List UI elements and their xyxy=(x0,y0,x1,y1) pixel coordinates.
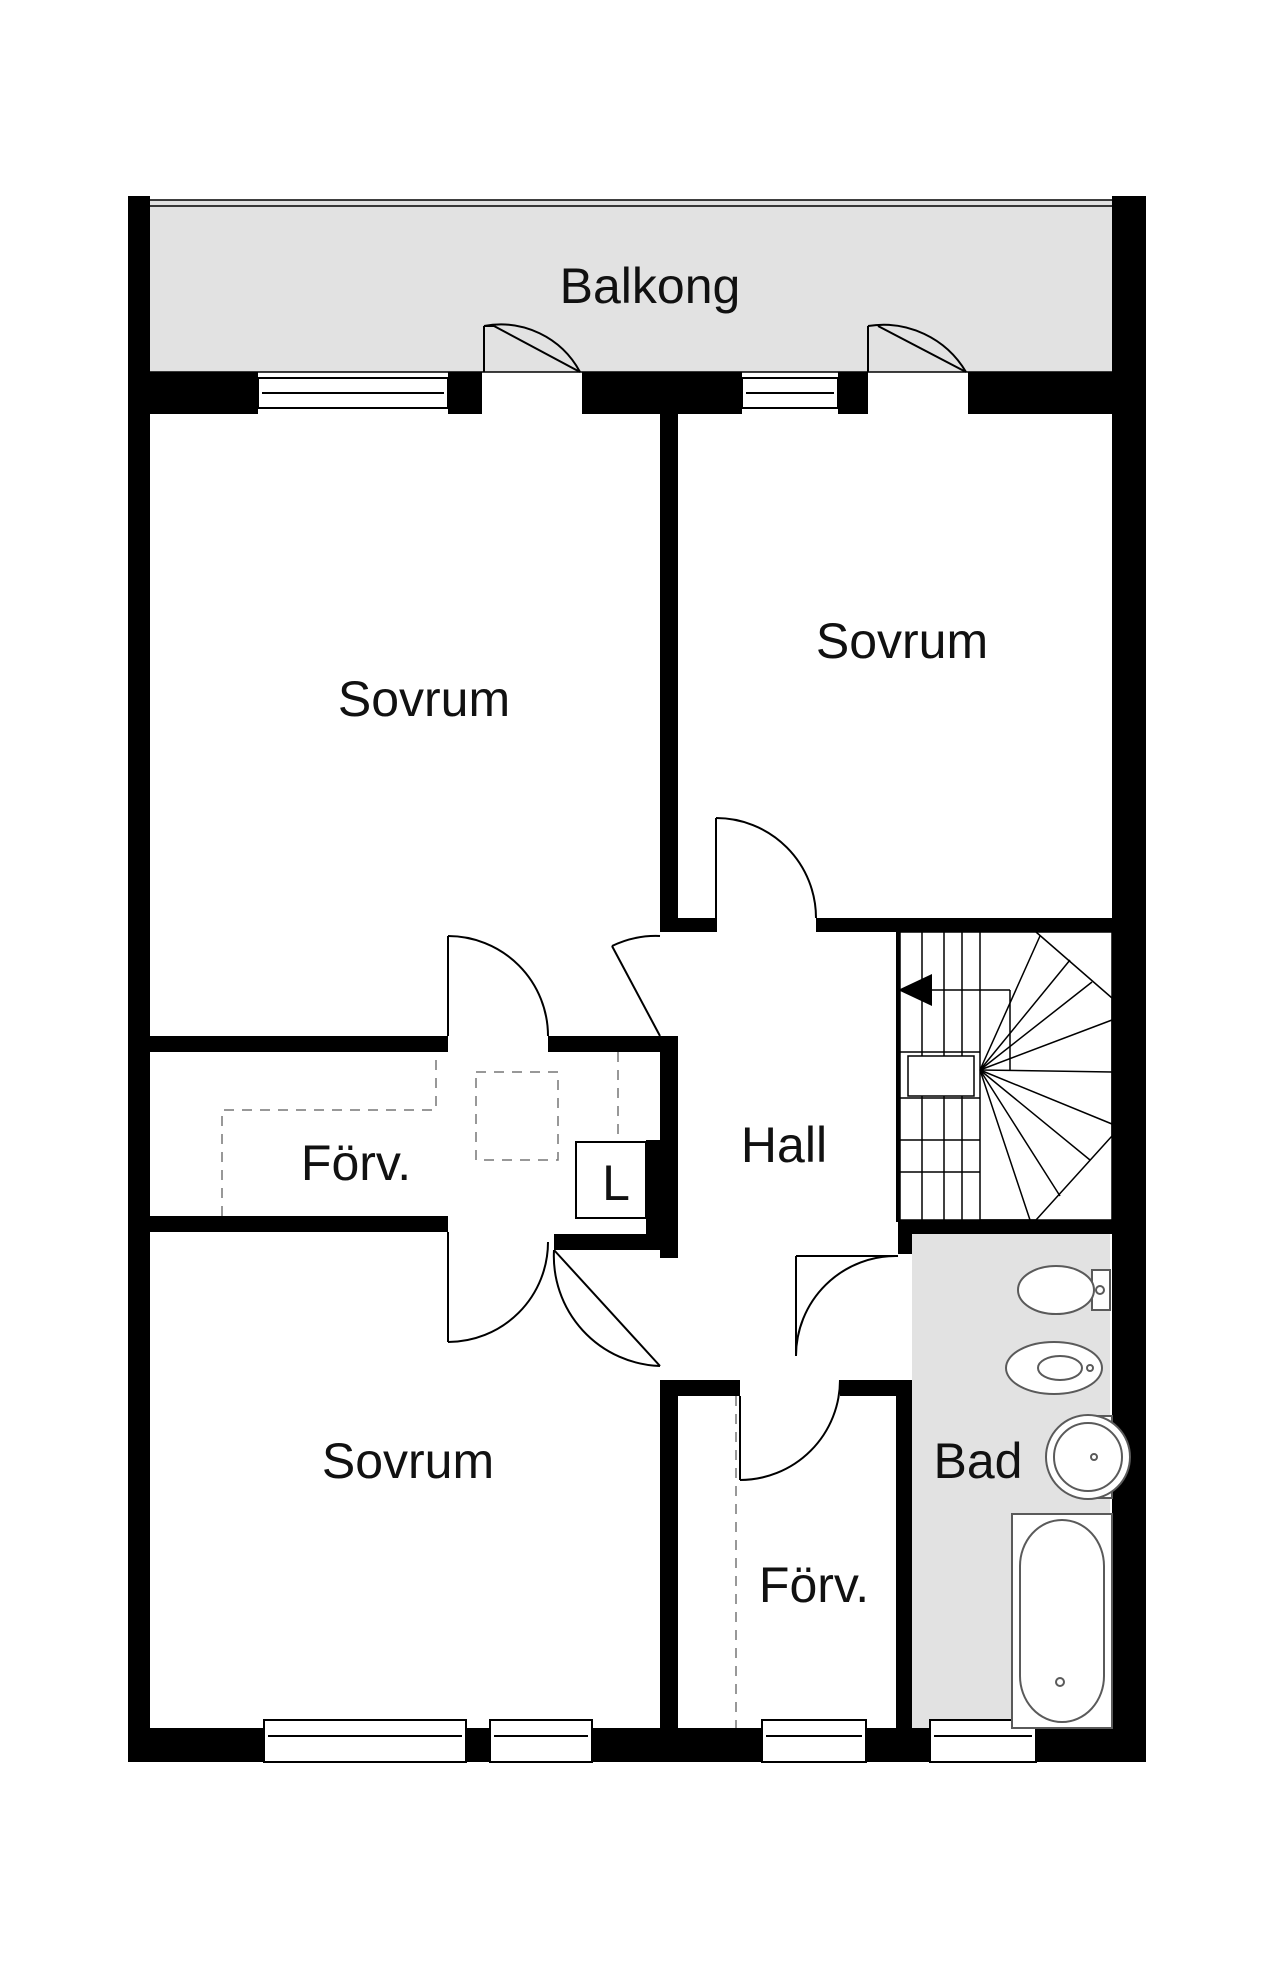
balcony-floor xyxy=(148,200,1112,372)
storage-dashed-outlines xyxy=(221,1052,737,1728)
windows xyxy=(257,377,1037,1763)
balcony-railing xyxy=(150,199,1112,373)
bath-fixtures xyxy=(1005,1265,1131,1729)
room-label-bedroom-1: Sovrum xyxy=(338,671,510,727)
room-label-bedroom-3: Sovrum xyxy=(322,1433,494,1489)
stair-landing-box xyxy=(907,1055,975,1097)
stair-direction-arrow xyxy=(898,974,932,1006)
room-label-storage-1: Förv. xyxy=(301,1135,411,1191)
doors xyxy=(447,323,967,1481)
room-label-storage-2: Förv. xyxy=(759,1557,869,1613)
linen-closet xyxy=(575,1141,647,1219)
room-label-bedroom-2: Sovrum xyxy=(816,613,988,669)
interior-walls xyxy=(150,414,1112,1730)
room-label-bathroom: Bad xyxy=(934,1433,1023,1489)
room-label-balcony: Balkong xyxy=(560,258,741,314)
room-label-hall: Hall xyxy=(741,1117,827,1173)
room-label-linen-closet: L xyxy=(602,1155,630,1211)
staircase xyxy=(899,931,1113,1221)
